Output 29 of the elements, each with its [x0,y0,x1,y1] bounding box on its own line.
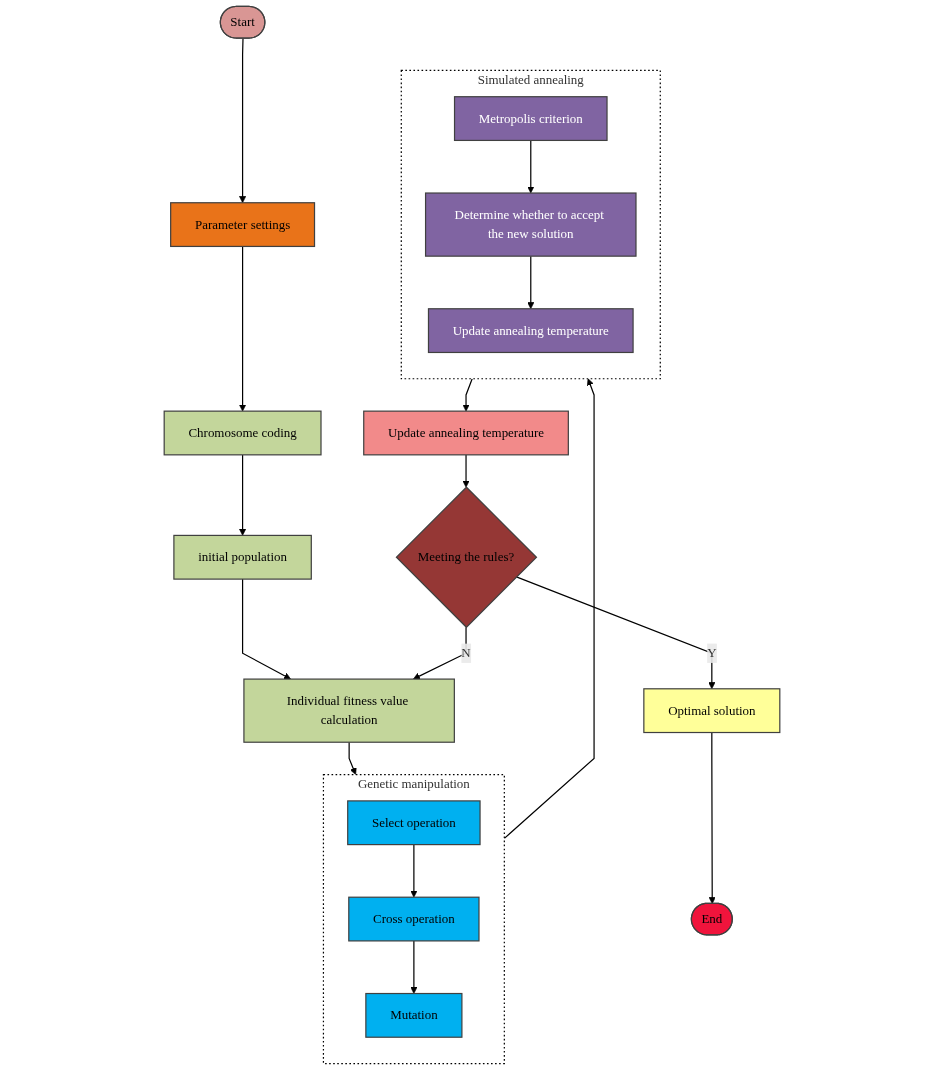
arrow [462,454,470,488]
arrow [708,731,716,904]
arrow [462,378,473,412]
node-box: Metropolis criterion [453,96,608,142]
node-box: Select operation [347,800,481,846]
node-box: Determine whether to accept the new solution [424,192,637,257]
arrow [527,139,535,194]
edge-label: Y [707,645,717,660]
edge-label: N [461,645,471,660]
node-box: Parameter settings [170,202,316,248]
node-box: Update annealing temperature [427,308,634,354]
node-diamond: Meeting the rules? [395,486,538,629]
arrow [239,37,247,204]
node-box: Update annealing temperature [363,410,569,456]
arrow [413,626,467,680]
node-box: initial population [173,534,312,580]
arrow [527,255,535,310]
node-box: Mutation [365,992,463,1038]
arrow [410,844,418,898]
arrow [242,578,291,680]
arrow [410,940,418,994]
node-box: Chromosome coding [163,410,322,456]
arrow [515,576,716,690]
arrow [348,741,357,775]
node-box: Optimal solution [643,688,781,734]
node-box: Individual fitness value calculation [243,678,455,743]
node-box: Cross operation [348,896,480,942]
arrow [239,454,247,536]
arrow [239,245,247,412]
